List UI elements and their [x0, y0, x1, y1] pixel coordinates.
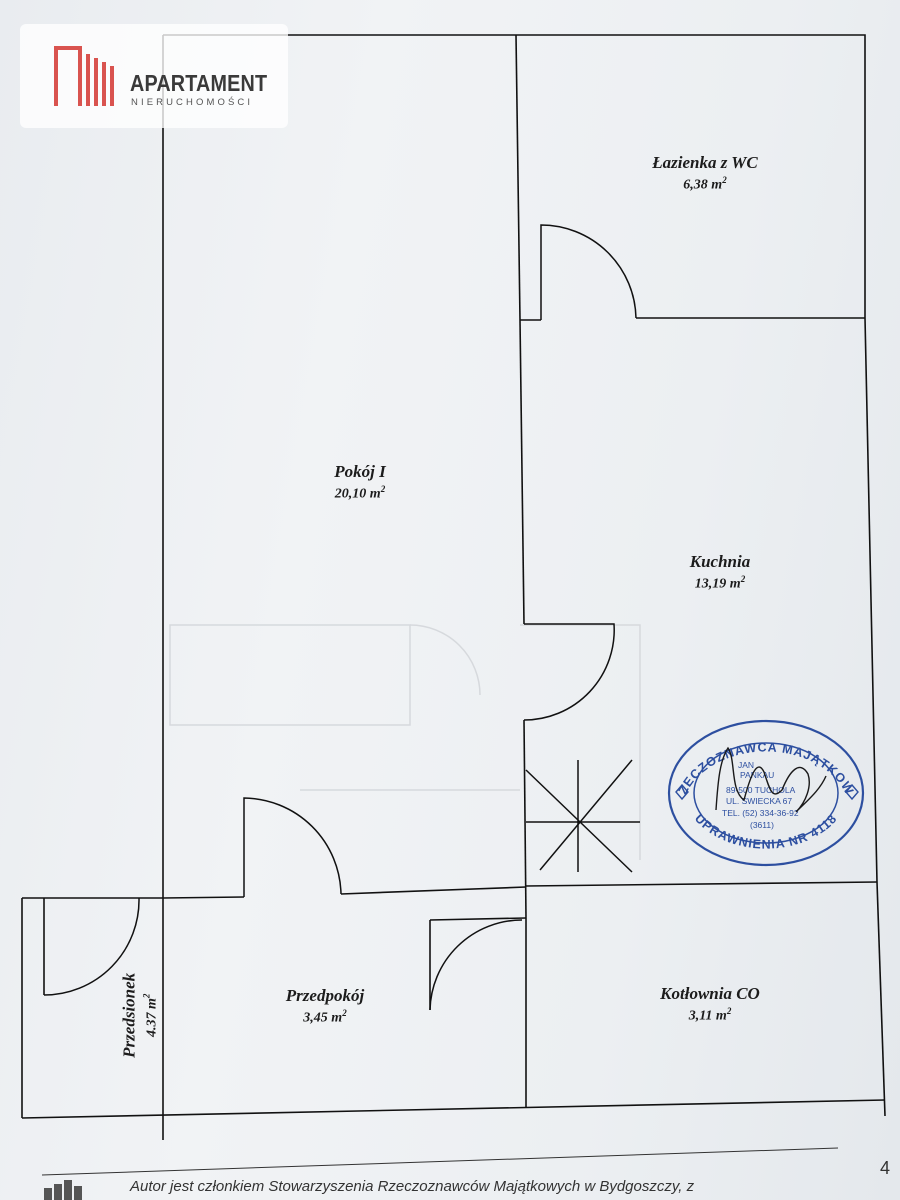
stamp-emblem-right [845, 783, 859, 801]
room-name: Kuchnia [689, 552, 751, 571]
room-area: 3,11 m2 [688, 1006, 732, 1024]
stamp-name-1: JAN [738, 760, 754, 770]
room-label-przedsionek: Przedsionek 4.37 m2 [120, 950, 161, 1080]
door-boiler-room [429, 919, 523, 1011]
stamp-address-1: 89-500 TUCHOLA [726, 785, 796, 795]
bleed-through-lines [169, 624, 641, 860]
door-swings [43, 224, 637, 1011]
room-area: 20,10 m2 [334, 484, 386, 502]
walls [21, 34, 886, 1140]
association-logo-icon [44, 1180, 82, 1200]
surveyor-stamp: RZECZOZNAWCA MAJĄTKOWY UPRAWNIENIA NR 41… [0, 0, 865, 867]
stamp-code: (3611) [750, 820, 774, 830]
room-area: 3,45 m2 [303, 1008, 347, 1026]
stamp-address-2: UL. ŚWIECKA 67 [726, 795, 792, 806]
logo-title: APARTAMENT [130, 70, 268, 96]
room-label-kotlownia: Kotłownia CO 3,11 m2 [630, 984, 790, 1025]
room-label-kuchnia: Kuchnia 13,19 m2 [660, 552, 780, 593]
door-kitchen [523, 623, 615, 721]
room-label-lazienka: Łazienka z WC 6,38 m2 [620, 153, 790, 194]
footer-note: Autor jest członkiem Stowarzyszenia Rzec… [130, 1178, 695, 1195]
page-number: 4 [880, 1158, 891, 1178]
footer-rule [41, 1147, 839, 1176]
room-name: Przedsionek [119, 972, 139, 1058]
stamp-emblem-left [675, 783, 689, 801]
stamp-name-2: PANKAU [740, 770, 774, 780]
door-bathroom [540, 224, 637, 320]
stamp-phone: TEL. (52) 334-36-92 [722, 808, 799, 818]
logo-subtitle: NIERUCHOMOŚCI [131, 97, 254, 108]
room-label-pokoj: Pokój I 20,10 m2 [300, 462, 420, 503]
room-area: 13,19 m2 [694, 574, 746, 592]
room-name: Kotłownia CO [660, 984, 760, 1003]
ventilation-symbol [525, 759, 640, 873]
room-area: 6,38 m2 [683, 175, 727, 193]
company-logo: APARTAMENT NIERUCHOMOŚCI [20, 24, 288, 128]
room-label-przedpokoj: Przedpokój 3,45 m2 [260, 986, 390, 1027]
door-room [243, 797, 342, 897]
room-name: Łazienka z WC [652, 153, 758, 172]
handwritten-signature [715, 746, 827, 813]
room-name: Pokój I [334, 462, 386, 481]
door-vestibule [43, 897, 140, 996]
room-name: Przedpokój [285, 986, 365, 1005]
room-area: 4.37 m2 [141, 993, 160, 1038]
building-logo-icon [54, 46, 114, 106]
